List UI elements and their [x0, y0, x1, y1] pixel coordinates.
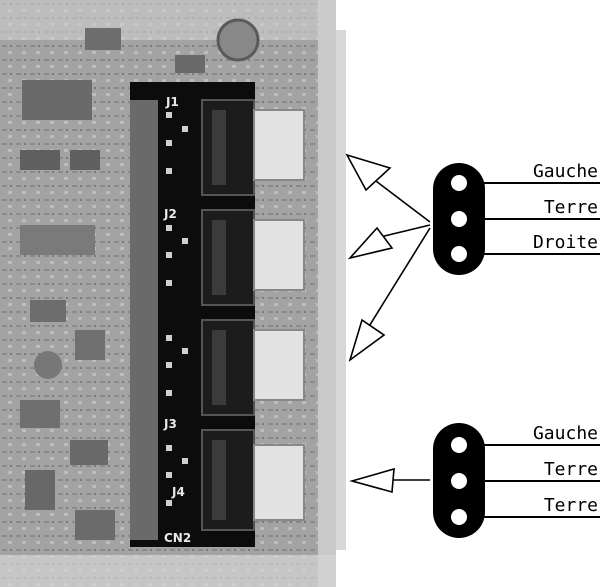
- smd-component: [70, 440, 108, 465]
- connector-top: Gauche Terre Droite: [433, 161, 600, 275]
- pin-hole-icon: [451, 473, 467, 489]
- hollow-arrowhead-icon: [349, 467, 395, 494]
- smd-component: [30, 300, 66, 322]
- pcb-top-fade: [0, 0, 336, 40]
- pin-label-terre: Terre: [544, 197, 598, 218]
- smd-component: [175, 55, 205, 73]
- pin-label-gauche: Gauche: [533, 161, 598, 182]
- pin-hole-icon: [451, 211, 467, 227]
- silkscreen-cn2: CN2: [164, 531, 191, 545]
- smd-component: [75, 510, 115, 540]
- pcb-rail: [336, 30, 346, 550]
- arrow-line: [367, 227, 431, 329]
- pcb-edge: [318, 0, 336, 587]
- smd-component: [20, 150, 60, 170]
- header-left-column: [130, 100, 158, 540]
- jack-j2: [201, 209, 305, 306]
- jack-j3: [201, 319, 305, 416]
- smd-component: [75, 330, 105, 360]
- silkscreen-j2: J2: [163, 207, 177, 221]
- silkscreen-j4: J4: [171, 485, 185, 499]
- smd-component: [20, 400, 60, 428]
- jack-j4: [201, 429, 305, 531]
- smd-component: [70, 150, 100, 170]
- silkscreen-j3: J3: [163, 417, 177, 431]
- pin-label-terre: Terre: [544, 459, 598, 480]
- hollow-arrowhead-icon: [347, 226, 394, 260]
- pin-label-gauche: Gauche: [533, 423, 598, 444]
- pin-hole-icon: [451, 437, 467, 453]
- pin-hole-icon: [451, 175, 467, 191]
- smd-component: [25, 470, 55, 510]
- arrow-line: [371, 177, 431, 223]
- pin-label-terre: Terre: [544, 495, 598, 516]
- hollow-arrowhead-icon: [345, 153, 392, 192]
- silkscreen-j1: J1: [165, 95, 179, 109]
- header-pins: [166, 112, 188, 506]
- ic-chip: [22, 80, 92, 120]
- capacitor: [216, 18, 260, 62]
- hollow-arrowhead-icon: [348, 318, 386, 363]
- pin-hole-icon: [451, 509, 467, 525]
- ic-chip: [20, 225, 95, 255]
- bottom-arrow: [349, 467, 430, 494]
- pcb-bottom-fade: [0, 555, 336, 587]
- smd-component: [85, 28, 121, 50]
- jack-j1: [201, 99, 305, 196]
- capacitor: [34, 351, 62, 379]
- pcb-photo: J1 J2 J3 J4 CN2: [0, 0, 346, 587]
- pin-label-droite: Droite: [533, 232, 598, 253]
- top-arrows: [345, 153, 431, 363]
- connector-bottom: Gauche Terre Terre: [433, 423, 600, 538]
- pin-hole-icon: [451, 246, 467, 262]
